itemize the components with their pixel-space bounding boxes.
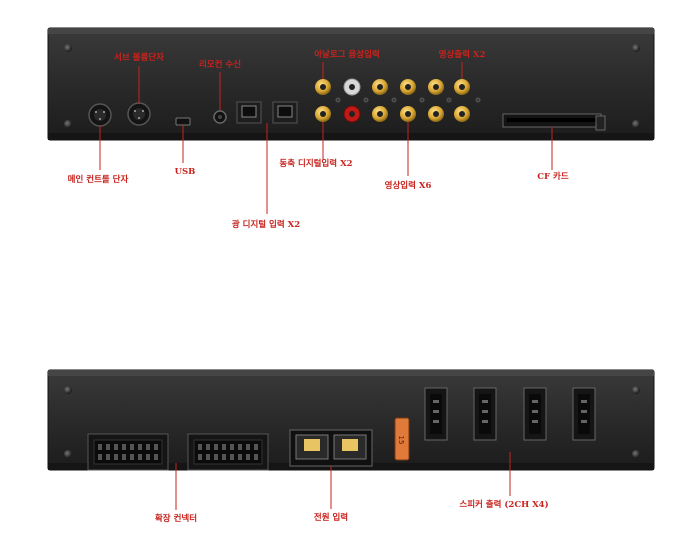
usb-port [175, 117, 191, 126]
power-leader-lines [175, 452, 511, 510]
rca-bottom-row [315, 105, 470, 123]
screw-icon [632, 386, 640, 394]
screw-icon [632, 44, 640, 52]
power-input-connector [289, 429, 373, 467]
optical-inputs [236, 101, 298, 124]
label-usb: USB [175, 167, 196, 177]
power-panel-top-edge [48, 370, 654, 376]
rear-panel-bottom-edge [48, 133, 654, 140]
rear-panel-top-edge [48, 28, 654, 34]
label-sub-volume-terminal: 서브 볼륨단자 [114, 52, 164, 63]
label-power-input: 전원 입력 [314, 512, 348, 523]
screw-icon [632, 120, 640, 128]
rca-top-row [315, 78, 470, 96]
rear-leader-lines [99, 62, 553, 214]
fuse-icon: 15 [394, 417, 410, 461]
label-expansion-connector: 확장 컨넥터 [155, 513, 197, 524]
label-remote-receiver: 리모컨 수신 [199, 59, 241, 70]
power-panel: 15 확장 컨넥터 전원 입력 스피커 출력 (2CH X4) [47, 369, 655, 524]
label-coaxial-digital-input: 동축 디지털입력 X2 [279, 158, 352, 169]
sub-volume-port [127, 102, 151, 126]
screw-icon [64, 120, 72, 128]
label-video-input: 영상입력 X6 [385, 180, 432, 191]
rca-screws [335, 97, 481, 103]
screw-icon [64, 44, 72, 52]
label-main-control-terminal: 메인 컨트롤 단자 [68, 174, 129, 185]
screw-icon [64, 386, 72, 394]
label-cf-card: CF 카드 [537, 171, 569, 182]
label-analog-audio-input: 아날로그 음성입력 [314, 49, 380, 60]
label-video-output: 영상출력 X2 [439, 49, 486, 60]
main-control-port [88, 103, 112, 127]
label-speaker-output: 스피커 출력 (2CH X4) [459, 499, 548, 510]
screw-icon [632, 450, 640, 458]
label-optical-digital-input: 광 디지털 입력 X2 [232, 219, 300, 230]
screw-icon [64, 450, 72, 458]
remote-jack [213, 110, 227, 124]
expansion-connectors [87, 433, 269, 471]
fuse-label: 15 [397, 436, 405, 445]
rear-panel: 서브 볼륨단자 리모컨 수신 아날로그 음성입력 영상출력 X2 메인 컨트롤 … [47, 27, 655, 230]
speaker-outputs [424, 387, 596, 441]
